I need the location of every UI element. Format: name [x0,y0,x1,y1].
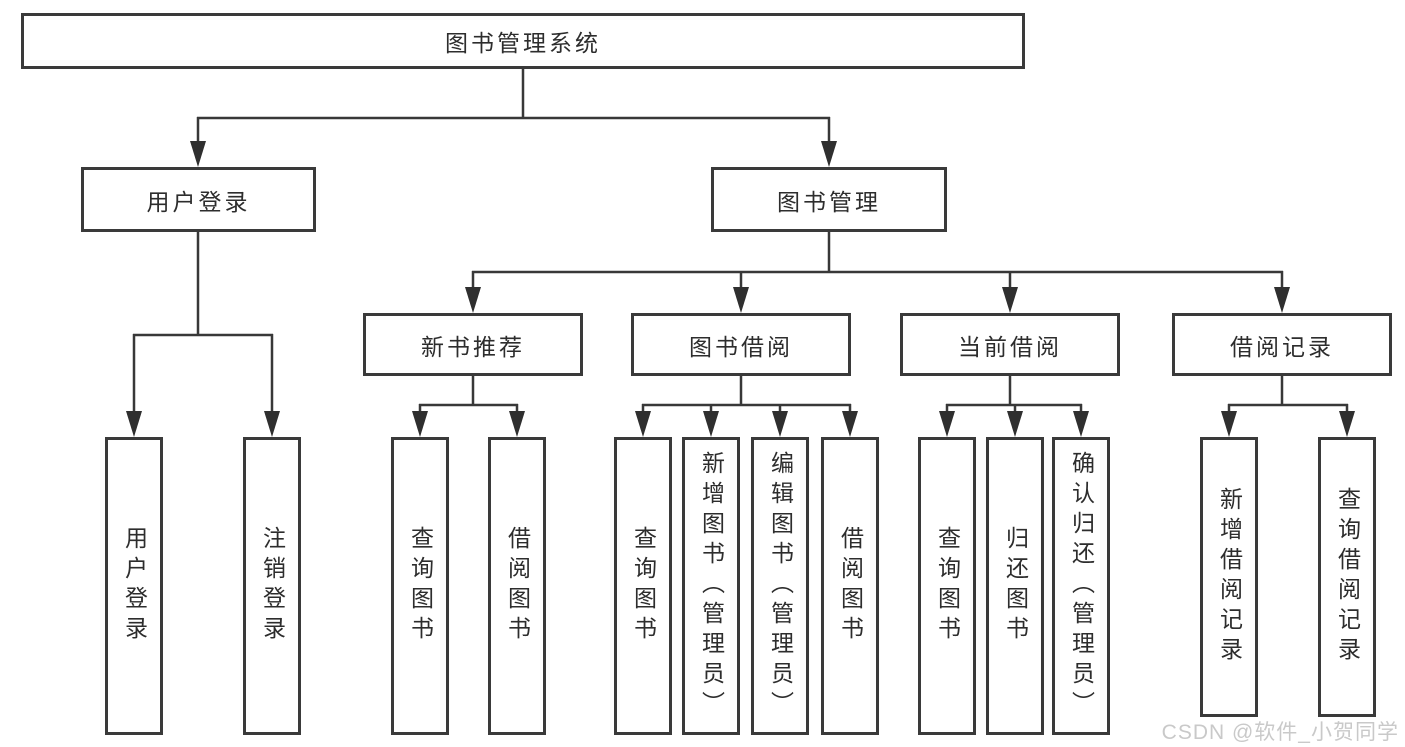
node-library-management-system: 图书管理系统 [21,13,1025,69]
connector-lines [132,69,1349,416]
node-confirm-return-admin: 确认归还（管理员） [1052,437,1110,735]
node-label: 编辑图书（管理员） [767,451,794,721]
node-borrow-books-recommend: 借阅图书 [488,437,546,735]
node-add-borrow-record: 新增借阅记录 [1200,437,1258,717]
node-label: 查询图书 [630,526,657,646]
node-label: 图书管理 [777,188,881,215]
node-current-borrowing: 当前借阅 [900,313,1120,376]
node-label: 借阅图书 [504,526,531,646]
node-label: 注销登录 [259,526,286,646]
node-label: 借阅图书 [837,526,864,646]
node-query-books-borrowing: 查询图书 [614,437,672,735]
node-add-book-admin: 新增图书（管理员） [682,437,740,735]
node-label: 新增图书（管理员） [698,451,725,721]
node-logout: 注销登录 [243,437,301,735]
node-user-login-leaf: 用户登录 [105,437,163,735]
node-label: 用户登录 [121,526,148,646]
node-query-books-current: 查询图书 [918,437,976,735]
node-label: 确认归还（管理员） [1068,451,1095,721]
node-user-login: 用户登录 [81,167,316,232]
node-query-books-recommend: 查询图书 [391,437,449,735]
node-label: 当前借阅 [958,333,1062,360]
node-book-management: 图书管理 [711,167,947,232]
csdn-watermark: CSDN @软件_小贺同学 [1161,721,1399,744]
node-label: 图书借阅 [689,333,793,360]
node-label: 借阅记录 [1230,333,1334,360]
node-label: 查询图书 [934,526,961,646]
node-label: 查询图书 [407,526,434,646]
node-borrow-books-borrowing: 借阅图书 [821,437,879,735]
node-new-book-recommend: 新书推荐 [363,313,583,376]
node-label: 用户登录 [146,188,251,215]
arrowheads [126,141,1355,437]
node-label: 归还图书 [1002,526,1029,646]
node-edit-book-admin: 编辑图书（管理员） [751,437,809,735]
node-borrowing-records: 借阅记录 [1172,313,1392,376]
node-label: 新书推荐 [421,333,525,360]
node-label: 图书管理系统 [445,30,601,56]
node-label: 查询借阅记录 [1334,487,1361,667]
node-book-borrowing: 图书借阅 [631,313,851,376]
node-return-books: 归还图书 [986,437,1044,735]
node-label: 新增借阅记录 [1216,487,1243,667]
node-query-borrow-record: 查询借阅记录 [1318,437,1376,717]
